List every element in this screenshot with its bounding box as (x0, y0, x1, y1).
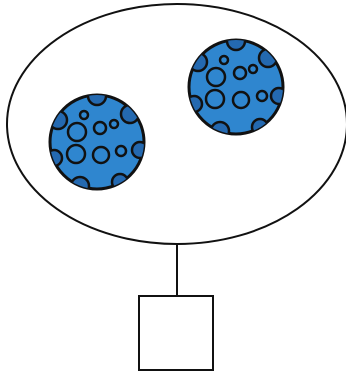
empty-box (139, 296, 213, 370)
